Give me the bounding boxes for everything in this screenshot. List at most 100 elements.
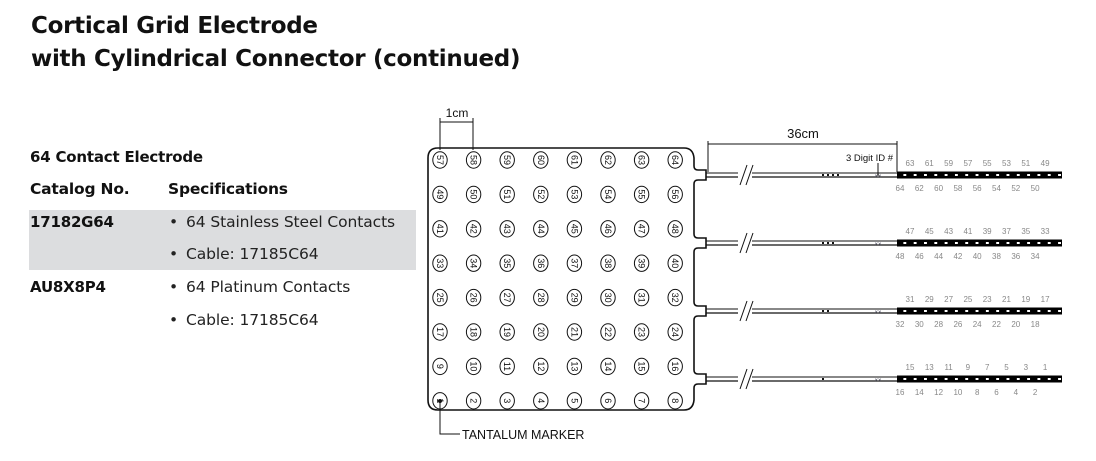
contact-circle bbox=[533, 288, 549, 307]
contact-number: 54 bbox=[603, 189, 613, 199]
contact-circle bbox=[667, 323, 683, 341]
spec-text: 64 Platinum Contacts bbox=[186, 278, 351, 296]
contact: 35 bbox=[499, 254, 515, 272]
contact: 24 bbox=[667, 323, 683, 341]
bullet-icon: • bbox=[169, 245, 179, 263]
contact: 52 bbox=[533, 185, 549, 204]
contact-circle bbox=[566, 357, 583, 376]
contact-circle bbox=[499, 392, 515, 410]
contact: 63 bbox=[633, 151, 650, 169]
title-line-1: Cortical Grid Electrode bbox=[31, 13, 318, 39]
contact: 50 bbox=[465, 185, 482, 204]
contact-circle bbox=[533, 185, 549, 204]
connector-gap bbox=[985, 378, 989, 380]
contact-label-bottom: 18 bbox=[1031, 320, 1040, 329]
contact-number: 9 bbox=[435, 364, 445, 369]
contact-number: 19 bbox=[502, 327, 512, 337]
contact-circle bbox=[499, 288, 515, 307]
contact: 6 bbox=[600, 392, 616, 410]
contact: 5 bbox=[566, 392, 583, 410]
contact-number: 16 bbox=[670, 361, 680, 371]
contact-circle bbox=[633, 392, 650, 410]
contact: 36 bbox=[533, 254, 549, 272]
contact-circle bbox=[432, 323, 448, 341]
contact: 23 bbox=[633, 323, 650, 341]
contact-label-bottom: 44 bbox=[934, 252, 943, 261]
contact-label-top: 55 bbox=[983, 159, 992, 168]
contact-label-top: 9 bbox=[966, 363, 971, 372]
contact-label-bottom: 22 bbox=[992, 320, 1001, 329]
contact-circle bbox=[633, 254, 650, 272]
contact-label-bottom: 34 bbox=[1031, 252, 1040, 261]
contact-circle bbox=[566, 392, 583, 410]
contact: 53 bbox=[566, 185, 583, 204]
contact: 19 bbox=[499, 323, 515, 341]
contact: 44 bbox=[533, 220, 549, 238]
cable-dot bbox=[822, 242, 824, 244]
contact-circle bbox=[499, 357, 515, 376]
spec-item: •Cable: 17185C64 bbox=[169, 311, 319, 329]
contact: 64 bbox=[667, 151, 683, 169]
connector-gap bbox=[965, 310, 969, 312]
connector-gap bbox=[924, 378, 927, 380]
contact-circle bbox=[633, 151, 650, 169]
contact: 28 bbox=[533, 288, 549, 307]
connector-gap bbox=[1037, 310, 1041, 312]
contact-label-bottom: 2 bbox=[1033, 388, 1038, 397]
connector-gap bbox=[1037, 242, 1041, 244]
contact-number: 17 bbox=[435, 327, 445, 337]
break-mark bbox=[739, 368, 748, 390]
contact: 27 bbox=[499, 288, 515, 307]
contact-number: 20 bbox=[536, 327, 546, 337]
contact-circle bbox=[667, 357, 683, 376]
contact-circle bbox=[432, 357, 448, 376]
connector-gap bbox=[1027, 378, 1031, 380]
spacing-label: 1cm bbox=[446, 106, 469, 120]
tantalum-marker-label: TANTALUM MARKER bbox=[462, 428, 584, 442]
connector-band bbox=[897, 171, 1062, 179]
contact-circle bbox=[465, 392, 482, 410]
contact-label-bottom: 16 bbox=[896, 388, 905, 397]
contact-label-bottom: 26 bbox=[953, 320, 962, 329]
contact-number: 34 bbox=[469, 258, 479, 268]
contact-circle bbox=[667, 392, 683, 410]
contact: 25 bbox=[432, 288, 448, 307]
contact: 3 bbox=[499, 392, 515, 410]
connector-gap bbox=[1058, 378, 1061, 380]
connector-gap bbox=[944, 378, 948, 380]
contact: 21 bbox=[566, 323, 583, 341]
contact-circle bbox=[600, 254, 616, 272]
contact: 18 bbox=[465, 323, 482, 341]
contact-number: 31 bbox=[637, 293, 647, 303]
contact: 48 bbox=[667, 220, 683, 238]
connector-gap bbox=[944, 174, 948, 176]
contact-number: 40 bbox=[670, 258, 680, 268]
connector-gap bbox=[954, 378, 958, 380]
contact-label-bottom: 48 bbox=[896, 252, 905, 261]
contact-label-bottom: 46 bbox=[915, 252, 924, 261]
contact-circle bbox=[566, 254, 583, 272]
contact-label-bottom: 12 bbox=[934, 388, 943, 397]
contact-label-top: 25 bbox=[963, 295, 972, 304]
contact-circle bbox=[600, 151, 616, 169]
contact-number: 45 bbox=[569, 224, 579, 234]
contact-circle bbox=[633, 357, 650, 376]
contact-number: 56 bbox=[670, 189, 680, 199]
contact-label-top: 49 bbox=[1041, 159, 1050, 168]
contact-label-bottom: 56 bbox=[973, 184, 982, 193]
cable-dot bbox=[837, 174, 839, 176]
contact-circle bbox=[465, 288, 482, 307]
contact-circle bbox=[465, 357, 482, 376]
contact-label-bottom: 52 bbox=[1011, 184, 1020, 193]
spacing-dimension: 1cm bbox=[439, 106, 474, 150]
contact-label-top: 21 bbox=[1002, 295, 1011, 304]
contact-number: 51 bbox=[502, 189, 512, 199]
contact-circle bbox=[566, 151, 583, 169]
contact: 29 bbox=[566, 288, 583, 307]
contact: 60 bbox=[533, 151, 549, 169]
contact: 43 bbox=[499, 220, 515, 238]
contact-label-bottom: 14 bbox=[915, 388, 924, 397]
contact: 56 bbox=[667, 185, 683, 204]
